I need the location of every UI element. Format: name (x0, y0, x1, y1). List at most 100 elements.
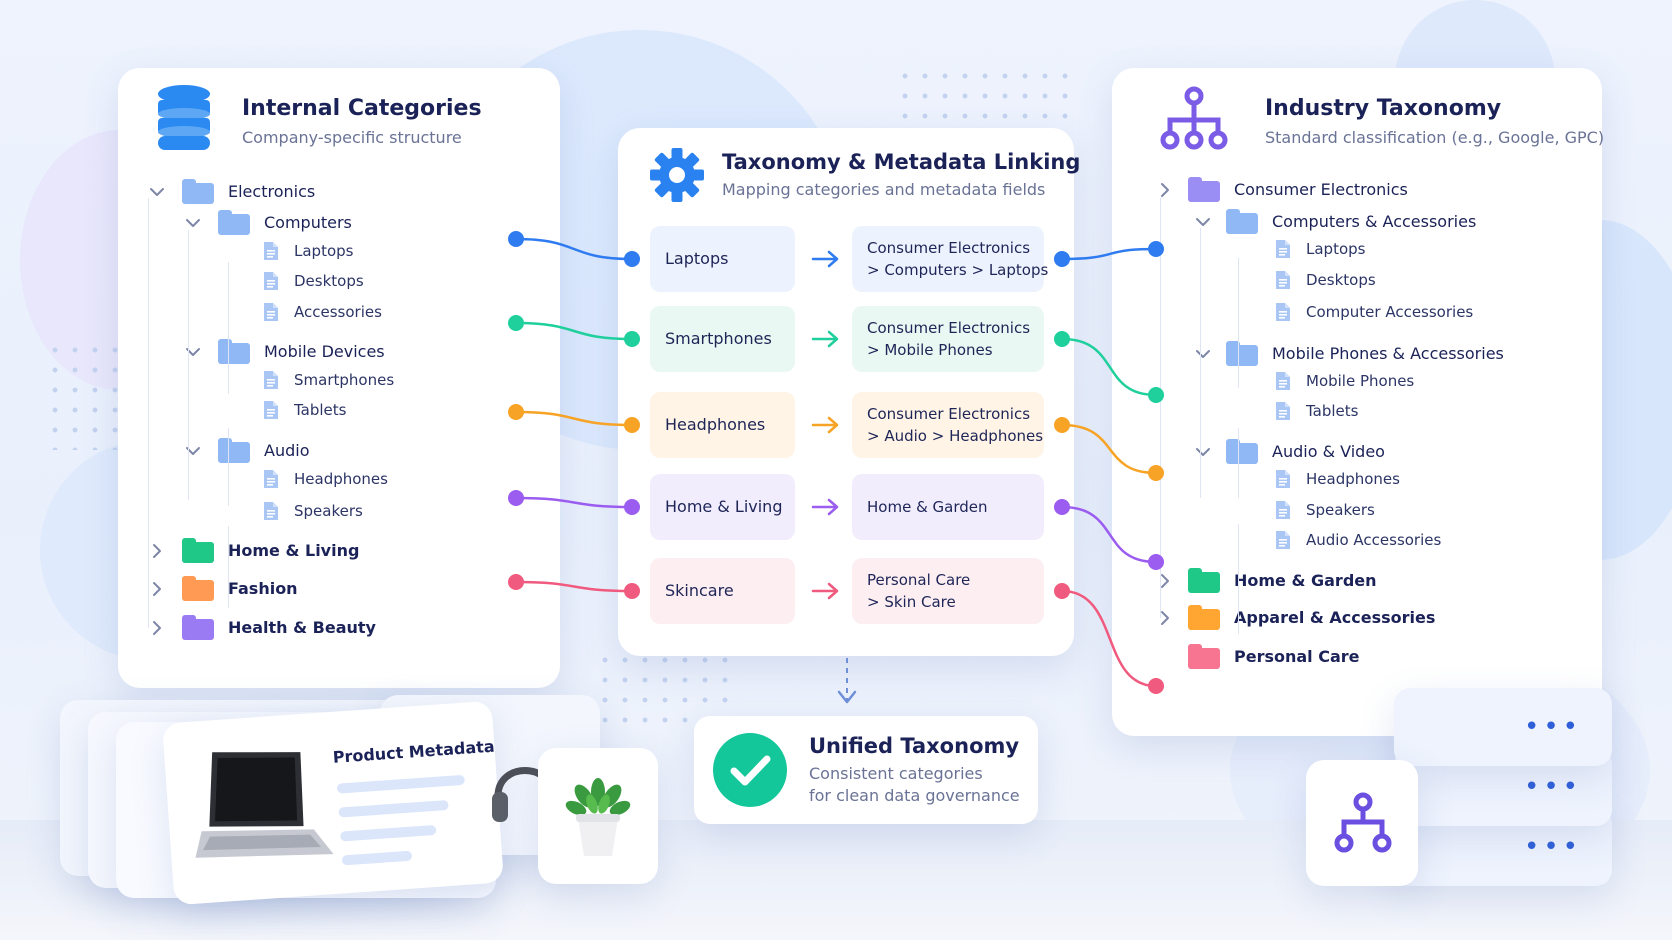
hierarchy-icon (1334, 792, 1392, 853)
tree-folder-computers[interactable]: Computers (182, 210, 352, 235)
tree-item-desktops[interactable]: Desktops (1274, 270, 1376, 290)
tree-folder-home-and-living[interactable]: Home & Living (146, 538, 359, 563)
mapping-source-label: Home & Living (665, 497, 783, 516)
tree-folder-personal-care[interactable]: Personal Care (1154, 644, 1360, 669)
dot-grid (895, 66, 1075, 126)
plant-card (538, 748, 658, 884)
tree-item-speakers[interactable]: Speakers (1274, 500, 1375, 520)
tree-item-headphones[interactable]: Headphones (1274, 469, 1400, 489)
tree-guide-line (1200, 228, 1201, 498)
mapping-source-smartphones[interactable]: Smartphones (650, 306, 795, 372)
chevron-down-icon[interactable] (182, 212, 204, 234)
folder-icon (1188, 568, 1220, 593)
chevron-down-icon[interactable] (146, 181, 168, 203)
folder-icon (182, 576, 214, 601)
tree-folder-home-and-garden[interactable]: Home & Garden (1154, 568, 1377, 593)
chevron-down-icon[interactable] (1192, 441, 1214, 463)
chevron-down-icon[interactable] (182, 341, 204, 363)
mapping-source-laptops[interactable]: Laptops (650, 226, 795, 292)
mapping-target-consumer-electronics-audio-headphones[interactable]: Consumer Electronics> Audio > Headphones (852, 392, 1044, 458)
tree-folder-apparel-and-accessories[interactable]: Apparel & Accessories (1154, 605, 1435, 630)
tree-guide-line (1238, 524, 1239, 634)
internal-title: Internal Categories (242, 96, 482, 121)
file-icon (262, 302, 280, 322)
tree-item-computer-accessories[interactable]: Computer Accessories (1274, 302, 1473, 322)
tree-item-tablets[interactable]: Tablets (1274, 401, 1359, 421)
mapping-target-personal-care-skin-care[interactable]: Personal Care> Skin Care (852, 558, 1044, 624)
unified-title: Unified Taxonomy (809, 734, 1020, 758)
tree-guide-line (1238, 258, 1239, 388)
tree-item-desktops[interactable]: Desktops (262, 271, 364, 291)
tree-item-smartphones[interactable]: Smartphones (262, 370, 394, 390)
chevron-down-icon[interactable] (1192, 211, 1214, 233)
mapping-source-label: Laptops (665, 249, 729, 268)
mapping-source-home-and-living[interactable]: Home & Living (650, 474, 795, 540)
mapping-source-label: Headphones (665, 415, 766, 434)
tree-item-speakers[interactable]: Speakers (262, 501, 363, 521)
mapping-target-line: Consumer Electronics (867, 405, 1031, 423)
tree-label: Personal Care (1234, 647, 1360, 666)
chevron-right-icon[interactable] (146, 540, 168, 562)
unified-subtitle-line-1: Consistent categories (809, 764, 983, 783)
chevron-right-icon[interactable] (1154, 570, 1176, 592)
mapping-source-label: Skincare (665, 581, 734, 600)
linking-card: Taxonomy & Metadata Linking Mapping cate… (618, 128, 1080, 656)
chevron-down-icon[interactable] (182, 440, 204, 462)
tree-label: Fashion (228, 579, 298, 598)
chevron-down-icon[interactable] (1192, 343, 1214, 365)
metadata-line (341, 850, 413, 866)
file-icon (262, 241, 280, 261)
tree-label: Tablets (294, 401, 347, 419)
chevron-right-icon[interactable] (1154, 607, 1176, 629)
server-lights: ••• (1524, 832, 1583, 862)
chevron-right-icon[interactable] (1154, 179, 1176, 201)
tree-folder-audio[interactable]: Audio (182, 438, 309, 463)
linking-subtitle: Mapping categories and metadata fields (722, 180, 1046, 199)
tree-item-laptops[interactable]: Laptops (262, 241, 353, 261)
tree-label: Tablets (1306, 402, 1359, 420)
mapping-target-consumer-electronics-computers-laptops[interactable]: Consumer Electronics> Computers > Laptop… (852, 226, 1048, 292)
tree-item-mobile-phones[interactable]: Mobile Phones (1274, 371, 1414, 391)
tree-label: Home & Living (228, 541, 360, 560)
metadata-line (338, 799, 449, 818)
tree-folder-mobile-phones-and-accessories[interactable]: Mobile Phones & Accessories (1192, 341, 1504, 366)
file-icon (1274, 371, 1292, 391)
tree-folder-electronics[interactable]: Electronics (146, 179, 315, 204)
arrow-right-icon (811, 250, 839, 268)
server-lights: ••• (1524, 772, 1583, 802)
tree-item-audio-accessories[interactable]: Audio Accessories (1274, 530, 1441, 550)
mapping-target-home-and-garden[interactable]: Home & Garden (852, 474, 1044, 540)
mapping-source-skincare[interactable]: Skincare (650, 558, 795, 624)
chevron-right-icon[interactable] (146, 578, 168, 600)
file-icon (262, 501, 280, 521)
mapping-target-line: > Mobile Phones (867, 341, 993, 359)
folder-icon (1188, 177, 1220, 202)
mapping-source-headphones[interactable]: Headphones (650, 392, 795, 458)
tree-label: Computers & Accessories (1272, 212, 1477, 231)
tree-folder-health-and-beauty[interactable]: Health & Beauty (146, 615, 376, 640)
tree-item-laptops[interactable]: Laptops (1274, 239, 1365, 259)
tree-folder-audio-and-video[interactable]: Audio & Video (1192, 439, 1385, 464)
product-metadata-card: Product Metadata (162, 700, 504, 906)
tree-label: Consumer Electronics (1234, 180, 1408, 199)
tree-guide-line (1238, 428, 1239, 498)
mapping-target-line: Consumer Electronics (867, 239, 1031, 257)
tree-item-headphones[interactable]: Headphones (262, 469, 388, 489)
folder-icon (218, 438, 250, 463)
dot-grid (45, 340, 125, 450)
file-icon (1274, 239, 1292, 259)
metadata-line (340, 824, 437, 842)
tree-folder-fashion[interactable]: Fashion (146, 576, 298, 601)
tree-folder-computers-and-accessories[interactable]: Computers & Accessories (1192, 209, 1476, 234)
arrow-right-icon (811, 498, 839, 516)
tree-folder-consumer-electronics[interactable]: Consumer Electronics (1154, 177, 1408, 202)
tree-label: Apparel & Accessories (1234, 608, 1436, 627)
folder-icon (1226, 439, 1258, 464)
tree-folder-mobile-devices[interactable]: Mobile Devices (182, 339, 385, 364)
tree-label: Desktops (1306, 271, 1376, 289)
tree-item-tablets[interactable]: Tablets (262, 400, 347, 420)
hierarchy-tile (1306, 760, 1418, 886)
tree-item-accessories[interactable]: Accessories (262, 302, 382, 322)
chevron-right-icon[interactable] (146, 617, 168, 639)
mapping-target-consumer-electronics-mobile-phones[interactable]: Consumer Electronics> Mobile Phones (852, 306, 1044, 372)
